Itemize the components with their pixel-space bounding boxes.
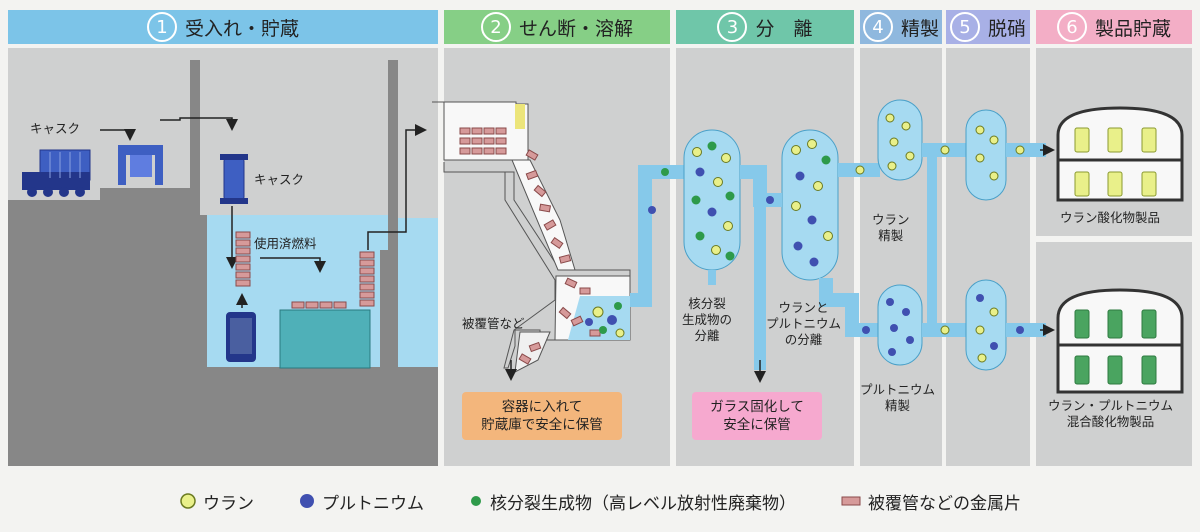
uranium-icon <box>180 493 196 509</box>
mox-product-label: ウラン・プルトニウム 混合酸化物製品 <box>1048 398 1174 429</box>
glass-box: ガラス固化して 安全に保管 <box>692 392 822 440</box>
metal-fragment-icon <box>841 496 861 506</box>
step-label-1: 受入れ・貯蔵 <box>184 17 299 40</box>
step-label-2: せん断・溶解 <box>518 17 633 40</box>
pu-purification-label: プルトニウム 精製 <box>860 382 936 413</box>
step-number-4: 4 <box>862 12 893 42</box>
fission-product-icon <box>471 496 481 506</box>
step-header-1: 1 受入れ・貯蔵 <box>8 10 438 44</box>
step-number-3: 3 <box>717 12 748 42</box>
storage-box: 容器に入れて 貯蔵庫で安全に保管 <box>462 392 622 440</box>
legend-metal-fragment: 被覆管などの金属片 <box>840 489 1021 514</box>
step-label-6: 製品貯蔵 <box>1094 17 1171 40</box>
spent-fuel-label: 使用済燃料 <box>254 236 317 251</box>
u-product-label: ウラン酸化物製品 <box>1060 210 1161 225</box>
legend-plutonium: プルトニウム <box>298 489 424 514</box>
cladding-label: 被覆管など <box>462 316 525 331</box>
column-u-purification <box>877 99 923 181</box>
pipe-dissolver-out <box>630 165 690 307</box>
legend: ウラン プルトニウム 核分裂生成物（高レベル放射性廃棄物） 被覆管などの金属片 <box>0 486 1200 516</box>
step-header-5: 5 脱硝 <box>946 10 1030 44</box>
pool-cask-icon <box>226 312 256 362</box>
cask-truck-icon <box>22 149 91 197</box>
column-u-pu-separation <box>781 129 839 281</box>
step-label-4: 精製 <box>900 17 939 40</box>
step-number-5: 5 <box>949 12 980 42</box>
step-header-4: 4 精製 <box>860 10 942 44</box>
step-number-2: 2 <box>480 12 511 42</box>
legend-fission-product: 核分裂生成物（高レベル放射性廃棄物） <box>468 489 796 514</box>
column-pu-purification <box>877 284 923 366</box>
step-number-6: 6 <box>1056 12 1087 42</box>
u-product-storage <box>1056 106 1184 202</box>
particles <box>648 113 1025 363</box>
step-label-3: 分 離 <box>755 17 813 40</box>
step-label-5: 脱硝 <box>987 17 1026 40</box>
legend-fission-product-label: 核分裂生成物（高レベル放射性廃棄物） <box>490 493 796 514</box>
mox-product-storage <box>1056 288 1184 394</box>
legend-uranium-label: ウラン <box>203 493 254 514</box>
cask-lift-icon <box>118 145 163 185</box>
step-header-2: 2 せん断・溶解 <box>444 10 670 44</box>
step-number-1: 1 <box>146 12 177 42</box>
shearing-unit <box>432 101 631 373</box>
u-purification-label: ウラン 精製 <box>872 212 910 243</box>
step-header-3: 3 分 離 <box>676 10 854 44</box>
legend-plutonium-label: プルトニウム <box>322 493 424 514</box>
cask-icon <box>220 154 248 204</box>
legend-metal-fragment-label: 被覆管などの金属片 <box>868 493 1021 514</box>
denitrator-u <box>965 109 1007 201</box>
cask-label-top: キャスク <box>30 121 81 136</box>
legend-uranium: ウラン <box>179 489 254 514</box>
plutonium-icon <box>300 494 314 508</box>
step-header-6: 6 製品貯蔵 <box>1036 10 1192 44</box>
cask-label-right: キャスク <box>254 172 305 187</box>
u-pu-separation-label: ウランと プルトニウム の分離 <box>766 300 842 347</box>
spent-fuel-stack <box>235 231 375 309</box>
fp-separation-label: 核分裂 生成物の 分離 <box>682 296 733 343</box>
